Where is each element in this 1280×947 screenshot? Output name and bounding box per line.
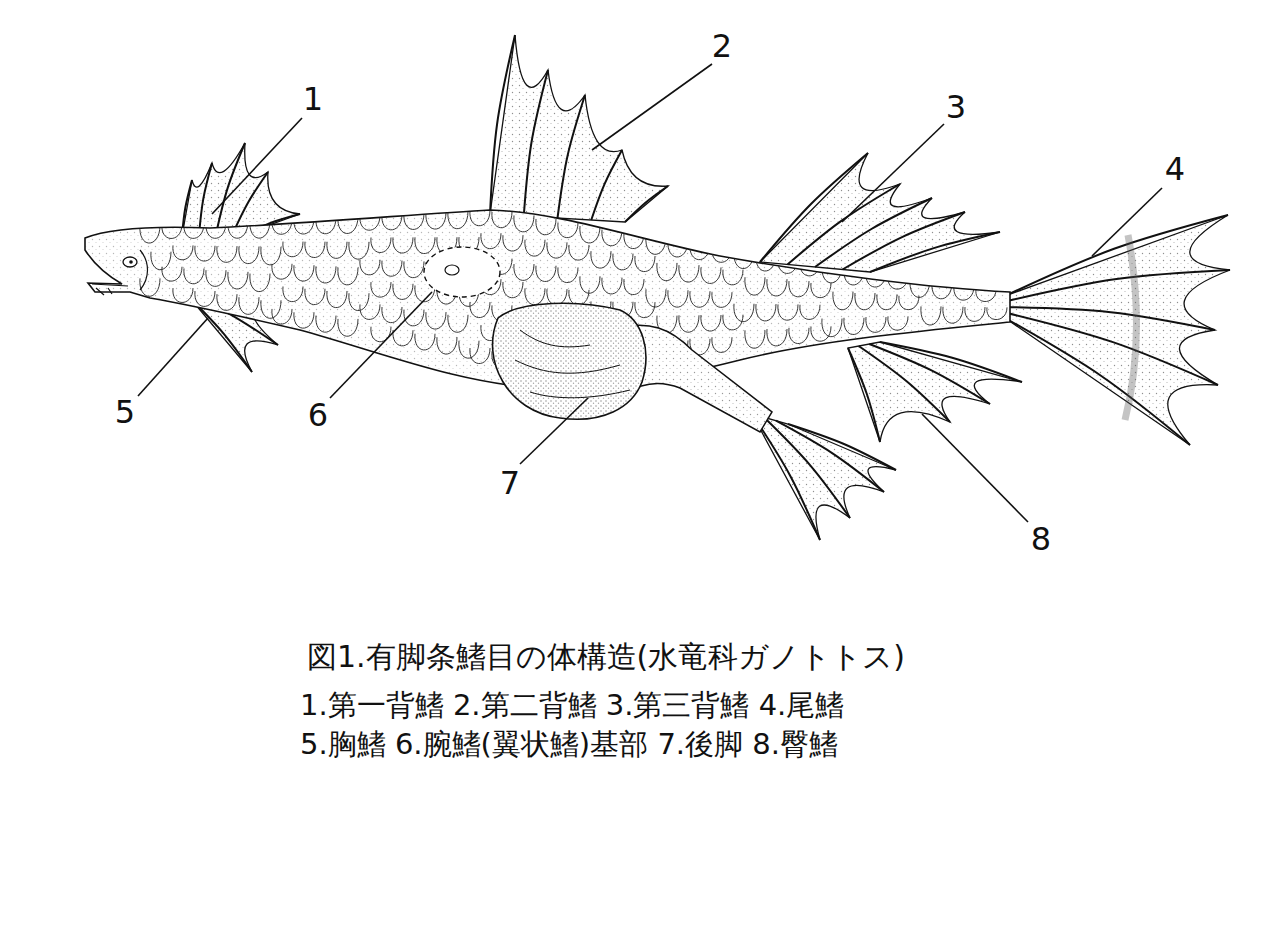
fin <box>760 153 1000 272</box>
eye <box>123 257 137 267</box>
fin <box>752 414 896 540</box>
callout-number: 4 <box>1165 152 1185 187</box>
callout-number: 2 <box>712 29 732 64</box>
gill <box>140 250 148 290</box>
fin <box>490 35 668 222</box>
callout-number: 3 <box>946 90 966 125</box>
part-name-list: 5.胸鰭 6.腕鰭(翼状鰭)基部 7.後脚 8.臀鰭 <box>300 729 838 761</box>
callout-number: 7 <box>500 466 520 501</box>
fin <box>1005 215 1230 445</box>
callout-number: 8 <box>1031 522 1051 557</box>
fin <box>182 143 300 236</box>
part-name-list: 1.第一背鰭 2.第二背鰭 3.第三背鰭 4.尾鰭 <box>300 690 844 722</box>
wing-fin-base <box>424 247 500 297</box>
callout-number: 6 <box>308 398 328 433</box>
tail-band <box>1125 235 1137 420</box>
callout-number: 5 <box>115 395 135 430</box>
hind-leg <box>493 303 772 432</box>
callout-number: 1 <box>303 82 323 117</box>
figure-caption: 図1.有脚条鰭目の体構造(水竜科ガノトトス) <box>307 640 905 673</box>
leader-lines <box>138 64 1162 522</box>
